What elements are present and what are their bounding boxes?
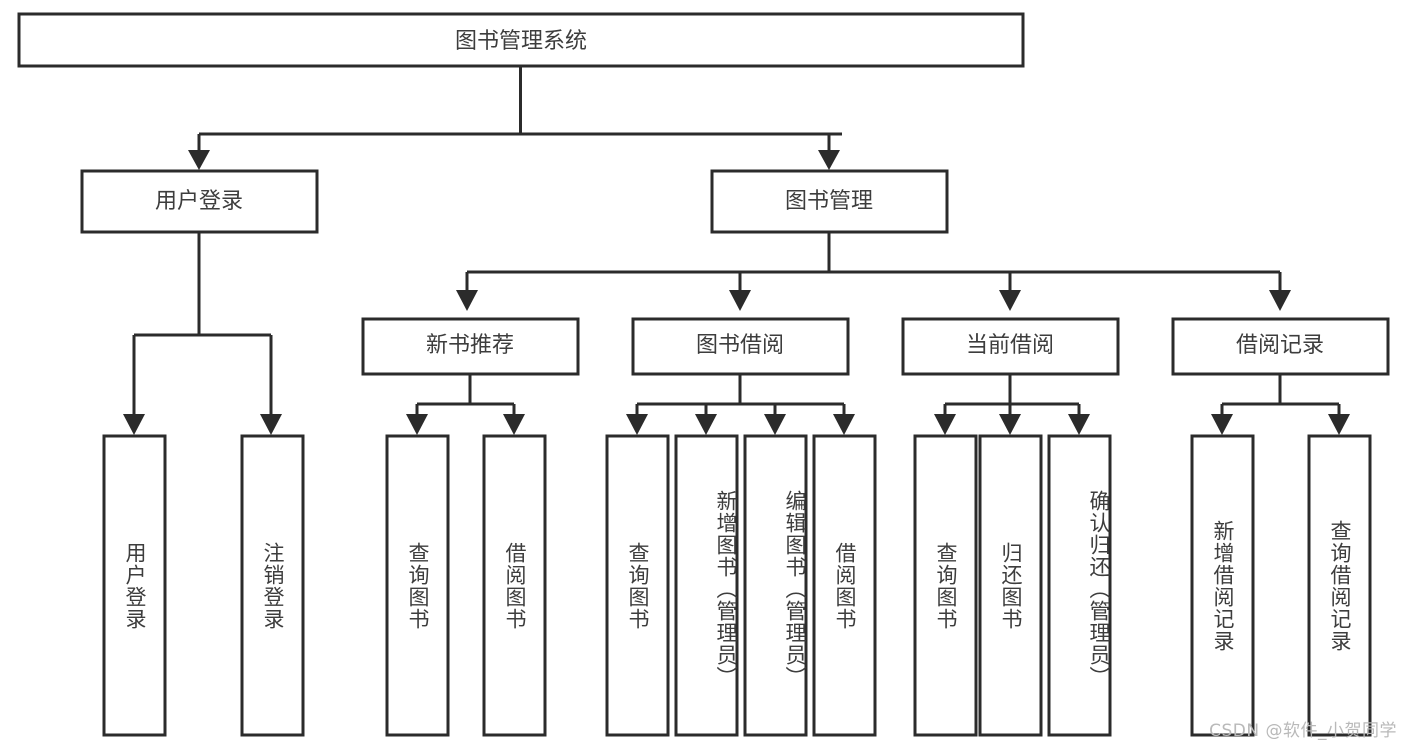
connectors-root-to-level2 <box>188 66 842 170</box>
leaf-box-br-query-record[interactable] <box>1307 434 1372 737</box>
node-borrow-record[interactable]: 借阅记录 <box>1171 317 1390 376</box>
node-user-login-label: 用户登录 <box>155 189 243 214</box>
node-book-borrow-label: 图书借阅 <box>696 333 784 358</box>
leaf-boxes-new-book-recommend <box>385 434 547 737</box>
connectors-book-manage-to-level3 <box>456 232 1291 311</box>
arrow-to-new-book <box>456 290 478 311</box>
leaf-box-br-add-record[interactable] <box>1190 434 1255 737</box>
arrow-user-login-l1 <box>123 414 145 435</box>
node-book-manage-box[interactable] <box>710 169 949 234</box>
arrow-to-borrow-record <box>1269 290 1291 311</box>
node-book-borrow[interactable]: 图书借阅 <box>631 317 850 376</box>
arrow-book-borrow-l2 <box>695 414 717 435</box>
leaf-box-cb-query-book[interactable] <box>913 434 978 737</box>
leaf-box-bb-query-book[interactable] <box>605 434 670 737</box>
connectors-borrow-record-to-leaves <box>1211 374 1350 435</box>
node-new-book-recommend[interactable]: 新书推荐 <box>361 317 580 376</box>
leaf-box-cb-return-book[interactable] <box>978 434 1043 737</box>
arrow-current-borrow-l2 <box>999 414 1021 435</box>
leaf-box-nb-borrow-book[interactable] <box>482 434 547 737</box>
arrow-to-book-borrow <box>729 290 751 311</box>
leaf-box-logout[interactable] <box>240 434 305 737</box>
leaf-boxes-borrow-record <box>1190 434 1372 737</box>
arrow-new-book-l1 <box>406 414 428 435</box>
node-borrow-record-box[interactable] <box>1171 317 1390 376</box>
arrow-user-login-l2 <box>260 414 282 435</box>
node-user-login[interactable]: 用户登录 <box>80 169 319 234</box>
leaf-box-nb-query-book[interactable] <box>385 434 450 737</box>
arrow-book-borrow-l4 <box>833 414 855 435</box>
node-new-book-recommend-label: 新书推荐 <box>426 333 514 358</box>
leaf-box-bb-add-book[interactable] <box>674 434 739 737</box>
arrow-current-borrow-l1 <box>934 414 956 435</box>
arrow-current-borrow-l3 <box>1068 414 1090 435</box>
node-user-login-box[interactable] <box>80 169 319 234</box>
node-current-borrow-label: 当前借阅 <box>966 333 1054 358</box>
connectors-book-borrow-to-leaves <box>626 374 855 435</box>
node-book-manage[interactable]: 图书管理 <box>710 169 949 234</box>
node-new-book-recommend-box[interactable] <box>361 317 580 376</box>
arrow-to-book-manage <box>818 150 840 170</box>
leaf-boxes-current-borrow <box>913 434 1112 737</box>
leaf-box-user-login[interactable] <box>102 434 167 737</box>
node-book-manage-label: 图书管理 <box>785 189 873 214</box>
arrow-to-current-borrow <box>999 290 1021 311</box>
leaf-box-bb-borrow-book[interactable] <box>812 434 877 737</box>
node-book-borrow-box[interactable] <box>631 317 850 376</box>
connectors-user-login-to-leaves <box>123 232 282 435</box>
node-current-borrow-box[interactable] <box>901 317 1120 376</box>
node-current-borrow[interactable]: 当前借阅 <box>901 317 1120 376</box>
arrow-book-borrow-l1 <box>626 414 648 435</box>
leaf-box-bb-edit-book[interactable] <box>743 434 808 737</box>
arrow-new-book-l2 <box>503 414 525 435</box>
arrow-borrow-record-l2 <box>1328 414 1350 435</box>
leaf-boxes-user-login <box>102 434 305 737</box>
leaf-box-cb-confirm-return[interactable] <box>1047 434 1112 737</box>
node-root-label: 图书管理系统 <box>455 29 587 54</box>
arrow-book-borrow-l3 <box>764 414 786 435</box>
arrow-borrow-record-l1 <box>1211 414 1233 435</box>
leaf-boxes-book-borrow <box>605 434 877 737</box>
node-borrow-record-label: 借阅记录 <box>1236 333 1324 358</box>
node-root-box[interactable] <box>17 12 1025 68</box>
csdn-watermark: CSDN @软件_小贺同学 <box>1209 721 1397 741</box>
arrow-to-user-login <box>188 150 210 170</box>
connectors-current-borrow-to-leaves <box>934 374 1090 435</box>
node-root[interactable]: 图书管理系统 <box>17 12 1025 68</box>
connectors-new-book-to-leaves <box>406 374 525 435</box>
